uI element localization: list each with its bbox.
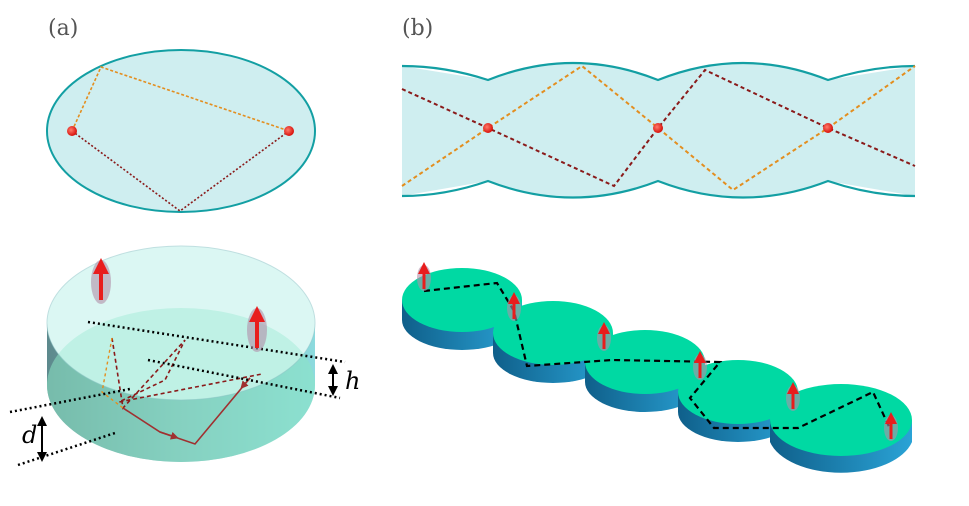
maroon-ray-path <box>71 130 290 212</box>
disc-spin-marker-2 <box>507 292 521 321</box>
ellipse-billiard <box>46 49 316 213</box>
d-label: d <box>22 421 37 449</box>
top-dotted-line <box>87 320 346 364</box>
spin-marker-right <box>247 306 267 352</box>
cylinder-maroon-ray <box>111 337 263 410</box>
chain-focus-1 <box>483 123 493 133</box>
chain-focus-2 <box>653 123 663 133</box>
h-label: h <box>345 367 360 395</box>
ellipse-boundary <box>46 49 316 213</box>
disc-3 <box>585 330 705 412</box>
left-dotted-line-1 <box>9 387 131 414</box>
cylinder-orange-ray <box>101 337 124 409</box>
chain-top-boundary <box>401 61 916 82</box>
chain-bottom-boundary <box>401 179 916 199</box>
disc-1 <box>402 268 522 350</box>
panel-label-b: (b) <box>402 16 433 41</box>
left-focus-dot <box>67 126 77 136</box>
disc-spin-marker-1 <box>417 262 431 291</box>
elliptical-cylinder: h d <box>9 245 360 467</box>
left-dotted-line-2 <box>17 431 116 467</box>
panel-label-a: (a) <box>48 16 78 41</box>
spin-marker-left <box>91 258 111 304</box>
disc-chain <box>402 262 912 473</box>
disc-spin-marker-5 <box>786 382 800 411</box>
chain-focus-3 <box>823 123 833 133</box>
cylinder-ray-arrow-1 <box>159 431 179 440</box>
right-focus-dot <box>284 126 294 136</box>
disc-spin-marker-4 <box>693 351 707 380</box>
orange-ray-path <box>71 66 290 132</box>
disc-spin-marker-6 <box>884 412 898 441</box>
cylinder-top <box>46 245 316 401</box>
disc-5 <box>770 384 912 473</box>
disc-spin-marker-3 <box>597 322 611 351</box>
elliptical-chain <box>401 61 916 199</box>
cylinder-ray-arrow-2 <box>240 377 251 390</box>
